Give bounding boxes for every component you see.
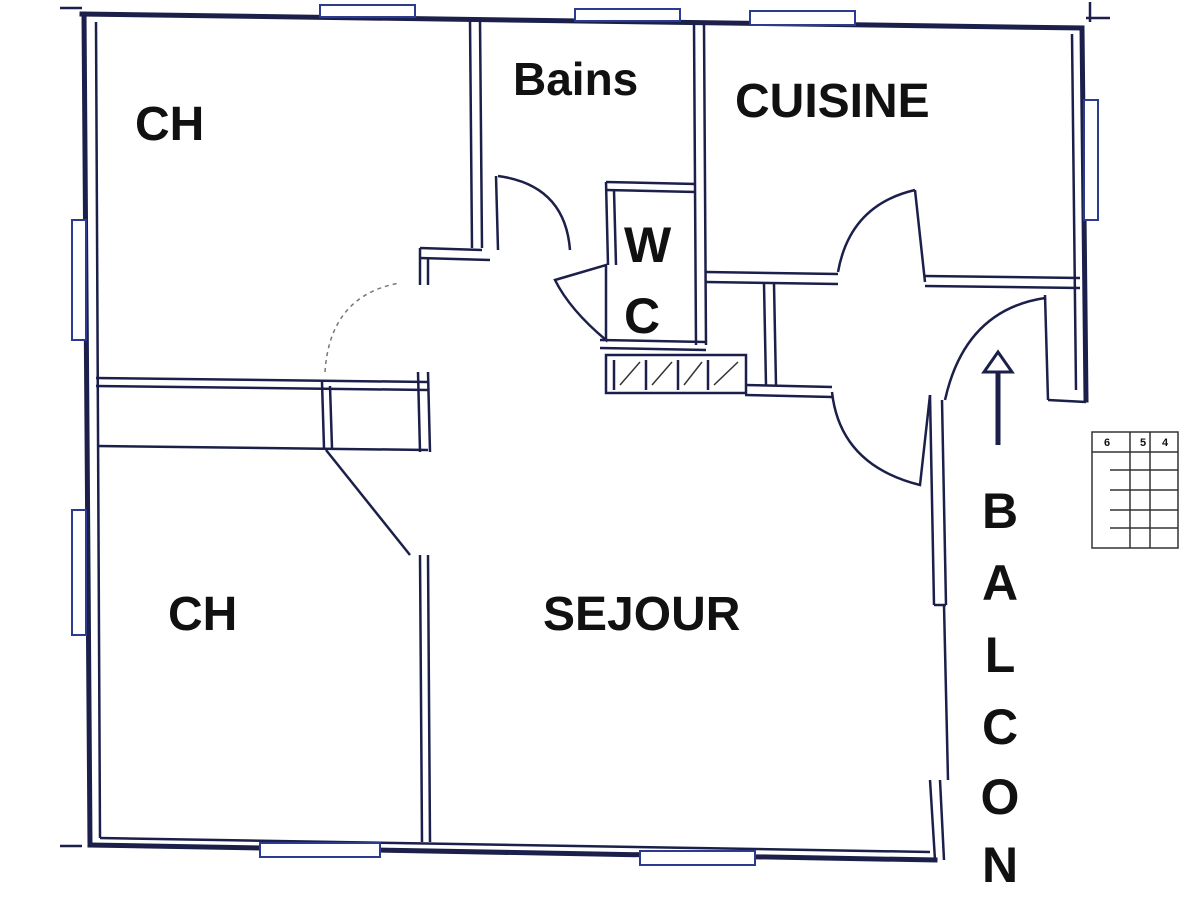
room-label-wc-w: W: [624, 217, 672, 273]
room-label-sejour: SEJOUR: [543, 588, 740, 641]
doors: [324, 174, 1047, 556]
room-labels: CH Bains CUISINE W C CH SEJOUR: [135, 53, 930, 641]
stair-mark-1: 6: [1104, 437, 1110, 449]
balcony-letter-c: C: [982, 699, 1018, 755]
room-label-ch-top: CH: [135, 98, 204, 151]
room-label-bains: Bains: [513, 53, 638, 105]
balcony-letter-b: B: [982, 483, 1018, 539]
balcony-letter-a: A: [982, 555, 1018, 611]
balcony-letter-l: L: [985, 627, 1016, 683]
outer-walls: [60, 2, 1110, 863]
balcony-label: B A L C O N: [981, 483, 1020, 893]
stair-mark-3: 4: [1162, 437, 1169, 449]
balcony-letter-o: O: [981, 769, 1020, 825]
room-label-wc-c: C: [624, 288, 660, 344]
balcony-letter-n: N: [982, 837, 1018, 893]
room-label-ch-bottom: CH: [168, 588, 237, 641]
stairs: 6 5 4: [1091, 431, 1179, 549]
stair-mark-2: 5: [1140, 437, 1146, 449]
interior-walls: [95, 19, 1081, 843]
windows: [71, 4, 1099, 866]
balcony-arrow: [981, 349, 1015, 445]
room-label-cuisine: CUISINE: [735, 75, 930, 128]
